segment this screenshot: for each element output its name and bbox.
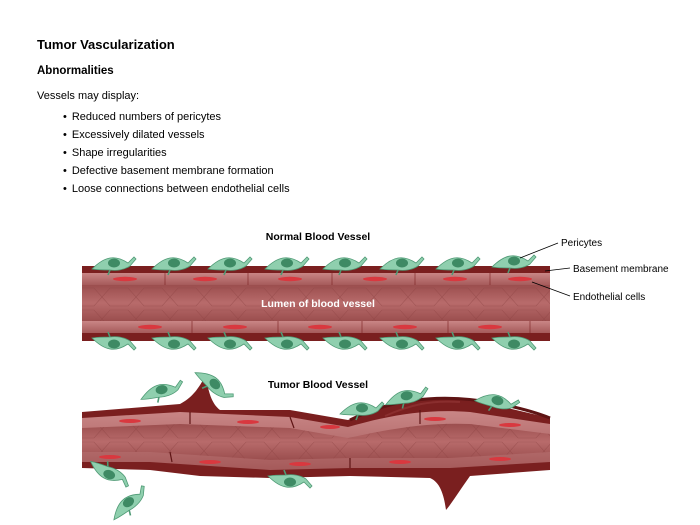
list-item: Shape irregularities: [63, 144, 290, 162]
callout-endothelial-cells: Endothelial cells: [573, 292, 645, 303]
list-item: Defective basement membrane formation: [63, 162, 290, 180]
tumor-vessel: [82, 375, 551, 510]
list-item: Loose connections between endothelial ce…: [63, 180, 290, 198]
normal-vessel: [82, 266, 550, 341]
callout-pericytes: Pericytes: [561, 238, 602, 249]
abnormalities-list: Reduced numbers of pericytes Excessively…: [63, 108, 290, 198]
normal-vessel-title: Normal Blood Vessel: [266, 231, 371, 243]
tumor-vessel-title: Tumor Blood Vessel: [268, 379, 368, 391]
page-title: Tumor Vascularization: [37, 37, 175, 52]
section-subtitle: Abnormalities: [37, 65, 114, 77]
callout-basement-membrane: Basement membrane: [573, 264, 669, 275]
lumen-label: Lumen of blood vessel: [261, 298, 375, 310]
intro-text: Vessels may display:: [37, 90, 140, 102]
callout-lines: [519, 242, 571, 297]
list-item: Reduced numbers of pericytes: [63, 108, 290, 126]
list-item: Excessively dilated vessels: [63, 126, 290, 144]
